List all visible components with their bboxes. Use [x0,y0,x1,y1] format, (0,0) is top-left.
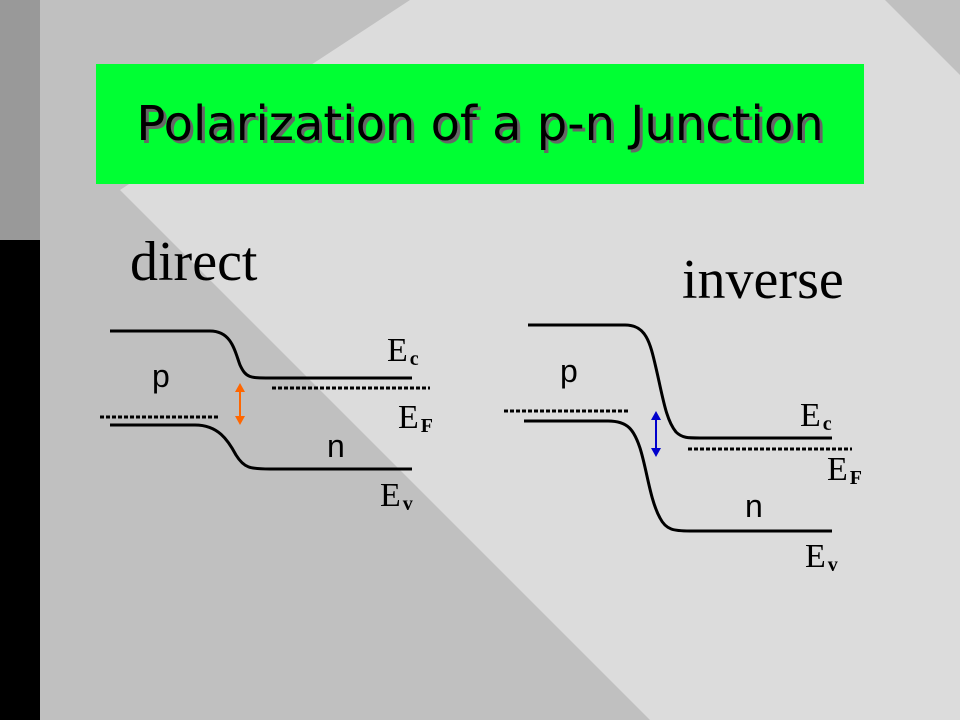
inverse-region-p: p [560,353,578,389]
inverse-ef-symbol: E [827,451,848,488]
inverse-bias-arrow [651,411,661,457]
direct-conduction-band [110,329,412,380]
direct-ec-symbol: E [387,332,408,369]
direct-region-p: p [152,358,170,394]
inverse-ev-subscript: v [827,554,838,576]
inverse-ec-symbol: E [800,397,821,434]
direct-valence-band [110,423,412,471]
title-banner: Polarization of a p-n Junction Polarizat… [96,64,864,184]
inverse-ev-symbol: E [805,538,826,575]
direct-bias-arrow [235,383,245,425]
inverse-band-diagram [504,323,852,533]
slide-title: Polarization of a p-n Junction Polarizat… [136,96,827,155]
direct-band-diagram [100,329,430,471]
direct-ef-symbol: E [398,399,419,436]
title-shadow: Polarization of a p-n Junction [139,99,827,155]
title-text: Polarization of a p-n Junction [136,96,824,152]
direct-ec-subscript: c [409,348,419,370]
inverse-ef-subscript: F [849,467,862,489]
direct-ev-symbol: E [380,477,401,514]
inverse-heading: inverse [682,249,844,311]
direct-heading: direct [130,231,258,293]
direct-ev-subscript: v [402,493,413,515]
left-bar-top [0,0,40,240]
direct-region-n: n [327,428,345,464]
inverse-region-n: n [745,488,763,524]
inverse-ec-subscript: c [822,413,832,435]
inverse-conduction-band [528,323,832,440]
inverse-valence-band [524,419,832,533]
direct-ef-subscript: F [420,415,433,437]
left-bar-bottom [0,240,40,720]
